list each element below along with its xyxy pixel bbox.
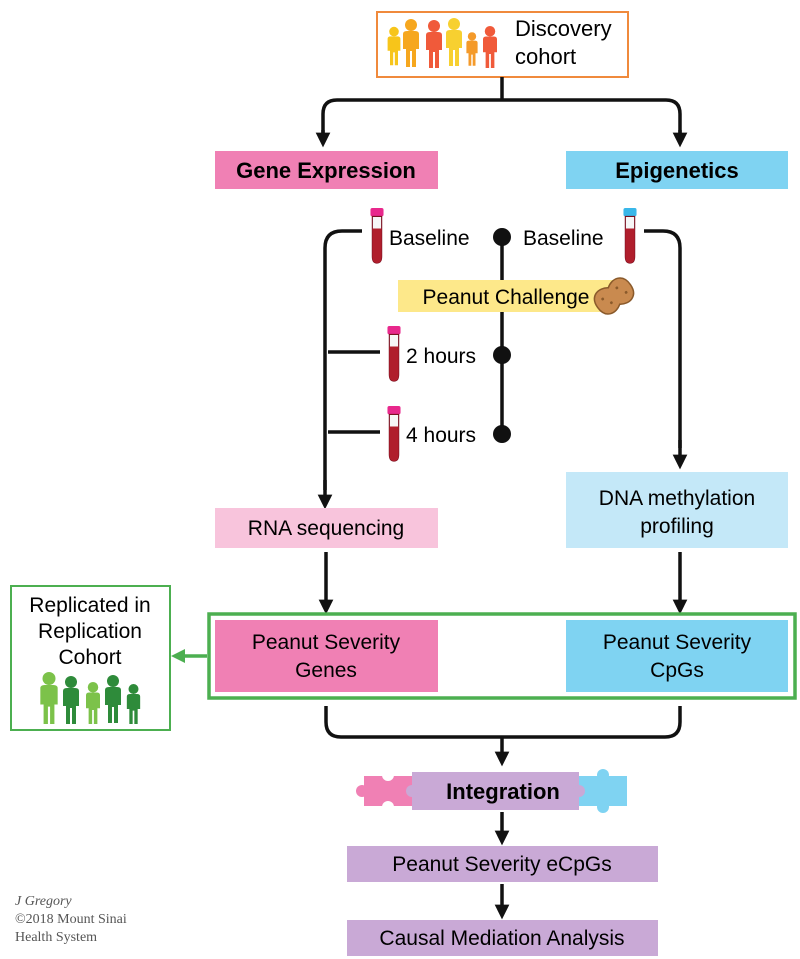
timeline-dot-2h — [493, 346, 511, 364]
epigenetics-box: Epigenetics — [566, 151, 788, 189]
dna-methylation-line1: DNA methylation — [599, 487, 755, 510]
two-hours-label: 2 hours — [406, 345, 476, 368]
severity-cpgs-line2: CpGs — [650, 659, 704, 682]
severity-group-frame — [207, 612, 797, 700]
split-connector — [315, 77, 688, 148]
four-hours-label: 4 hours — [406, 424, 476, 447]
cohort-label-line2: cohort — [515, 44, 576, 69]
timeline-dot-4h — [493, 425, 511, 443]
integration-label: Integration — [446, 779, 560, 804]
puzzle-piece-icon — [573, 769, 627, 813]
epigenetics-path — [644, 229, 688, 470]
rna-sequencing-box: RNA sequencing — [215, 508, 438, 548]
severity-cpgs-line1: Peanut Severity — [603, 631, 752, 654]
mediation-label: Causal Mediation Analysis — [379, 927, 624, 950]
rna-sequencing-label: RNA sequencing — [248, 517, 404, 540]
puzzle-piece-icon — [356, 769, 412, 813]
blood-tube-icon — [386, 406, 402, 462]
severity-cpgs-box: Peanut Severity CpGs — [566, 620, 788, 692]
severity-genes-box: Peanut Severity Genes — [215, 620, 438, 692]
timeline — [493, 228, 511, 443]
severity-genes-line1: Peanut Severity — [252, 631, 401, 654]
ecpgs-box: Peanut Severity eCpGs — [347, 846, 658, 882]
replication-cohort-box: Replicated in Replication Cohort — [10, 585, 171, 731]
credit-author: J Gregory — [15, 894, 72, 909]
credit: J Gregory ©2018 Mount Sinai Health Syste… — [15, 893, 127, 947]
blood-tube-icon — [622, 208, 638, 264]
peanut-challenge-box: Peanut Challenge — [398, 280, 615, 312]
replicated-line3: Cohort — [58, 646, 121, 669]
cohort-label-line1: Discovery — [515, 16, 612, 41]
peanut-icon — [593, 277, 635, 315]
replicated-line2: Replication — [38, 620, 142, 643]
mediation-box: Causal Mediation Analysis — [347, 920, 658, 956]
epigenetics-label: Epigenetics — [615, 158, 738, 183]
credit-org: Health System — [15, 930, 98, 945]
to-severity-arrows — [318, 552, 688, 615]
timeline-dot-baseline — [493, 228, 511, 246]
baseline-right-label: Baseline — [523, 227, 604, 250]
blood-tube-icon — [386, 326, 402, 382]
peanut-challenge-label: Peanut Challenge — [423, 286, 590, 309]
gene-expression-path — [317, 229, 380, 510]
baseline-left-label: Baseline — [389, 227, 470, 250]
merge-connector — [324, 706, 682, 767]
blood-tube-icon — [369, 208, 385, 264]
ecpgs-label: Peanut Severity eCpGs — [392, 853, 611, 876]
integration-box: Integration — [356, 769, 627, 813]
severity-genes-line2: Genes — [295, 659, 357, 682]
credit-copyright: ©2018 Mount Sinai — [15, 912, 127, 927]
discovery-cohort-box: Discovery cohort — [376, 11, 629, 78]
replicated-line1: Replicated in — [29, 594, 150, 617]
dna-methylation-box: DNA methylation profiling — [566, 472, 788, 548]
gene-expression-label: Gene Expression — [236, 158, 416, 183]
dna-methylation-line2: profiling — [640, 515, 714, 538]
gene-expression-box: Gene Expression — [215, 151, 438, 189]
